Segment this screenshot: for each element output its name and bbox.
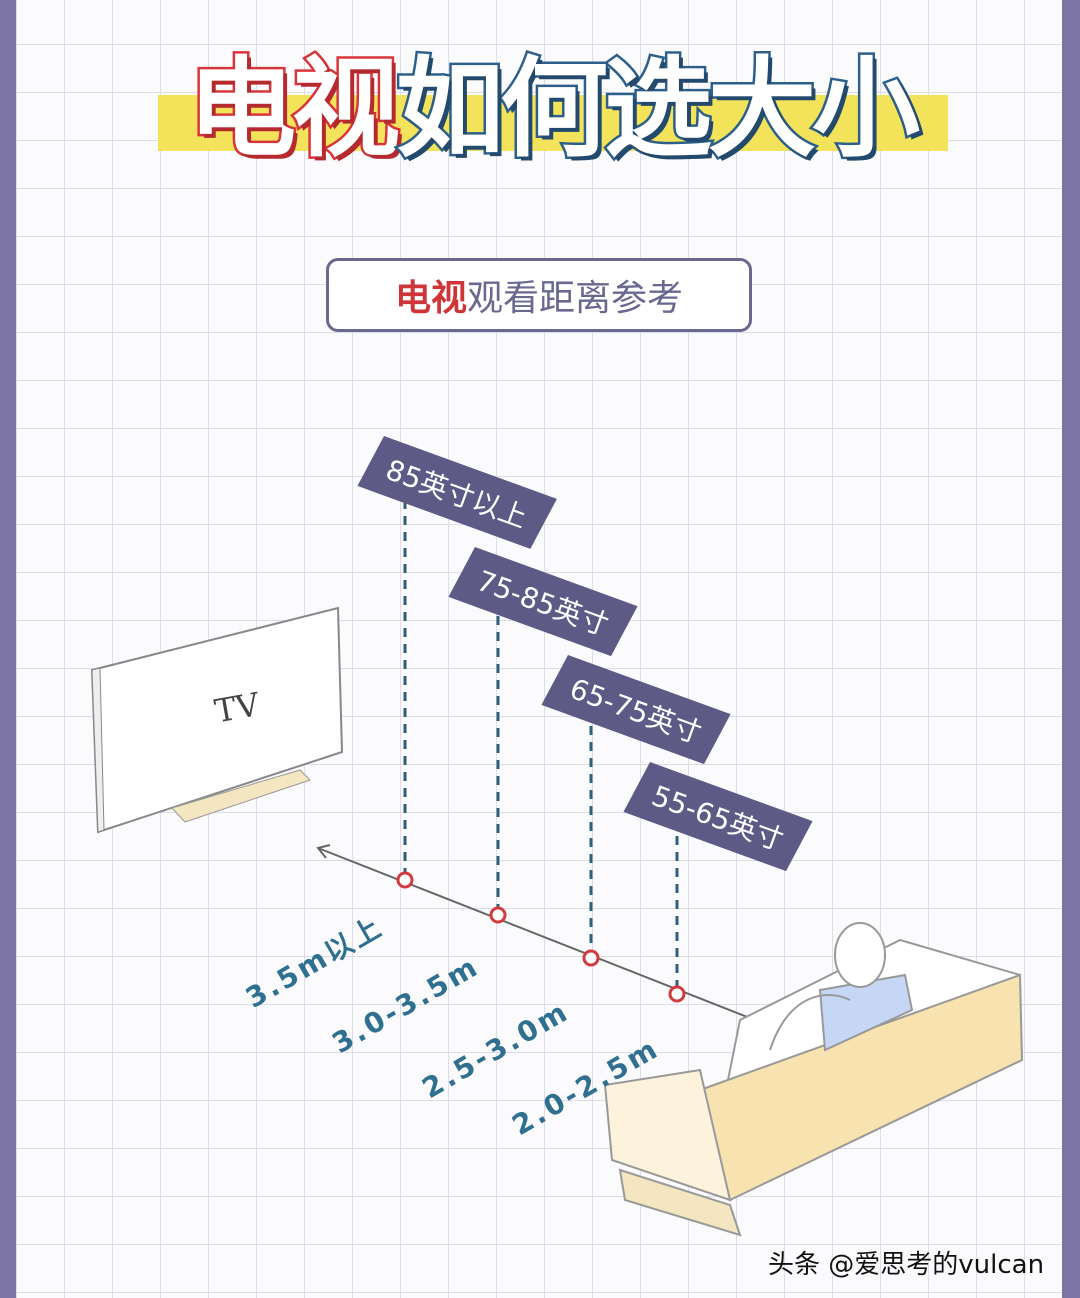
- watermark: 头条 @爱思考的vulcan: [768, 1250, 1045, 1280]
- subtitle-red: 电视: [394, 278, 467, 319]
- title-highlight: [158, 95, 948, 151]
- subtitle-box: 电视观看距离参考: [326, 258, 752, 332]
- left-border: [0, 0, 16, 1298]
- right-border: [1062, 0, 1080, 1298]
- arrow-icon: [316, 844, 331, 859]
- subtitle-gray: 观看距离参考: [467, 278, 684, 319]
- dashed-markers: [403, 500, 679, 986]
- sofa-illustration: [603, 922, 1024, 1237]
- tv-illustration: TV: [90, 606, 344, 834]
- title-red: 电视: [185, 45, 402, 175]
- distance-axis: [317, 847, 761, 1023]
- tv-label: TV: [212, 685, 263, 730]
- title-blue: 如何选大小: [394, 45, 923, 175]
- distance-points: [396, 871, 686, 1003]
- page-title: 电视如何选大小: [185, 22, 923, 178]
